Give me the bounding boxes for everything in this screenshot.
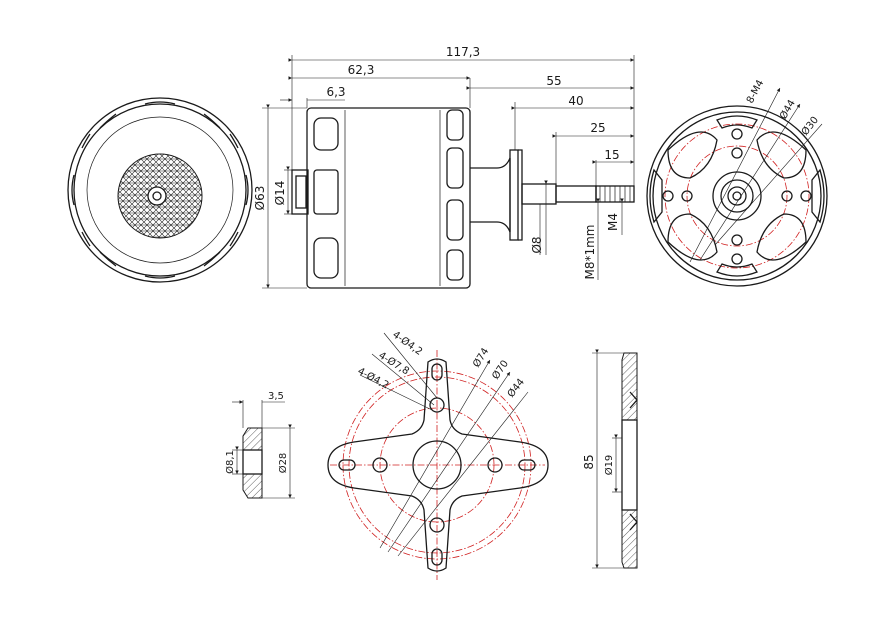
dim-spacer-thickness: 3,5 [268, 391, 284, 402]
dim-mount-44: Ø44 [505, 376, 527, 400]
front-view-windows [649, 115, 825, 277]
dim-thread-m8: M8*1mm [583, 224, 597, 279]
front-view-holes [662, 128, 812, 265]
side-view-slots [313, 109, 464, 281]
dim-shaft-15: 15 [604, 148, 619, 162]
dim-front-44: Ø44 [777, 98, 798, 122]
dim-mount-holes-b: 4-Ø7,8 [376, 349, 411, 377]
dim-mount-holes-a: 4-Ø4,2 [390, 329, 425, 358]
dim-mount-74: Ø74 [470, 346, 491, 370]
dim-spacer-outer: Ø28 [277, 453, 289, 474]
mount-holes [338, 363, 536, 566]
front-view: 8-M4 Ø44 Ø30 [646, 78, 828, 287]
dim-8-m4: 8-M4 [745, 78, 766, 105]
dim-shaft-55: 55 [546, 74, 561, 88]
dim-body-length: 62,3 [348, 63, 375, 77]
dim-diameter-14: Ø14 [273, 181, 287, 206]
side-view-dimensions: 117,3 62,3 55 6,3 40 25 15 Ø63 Ø14 Ø8 [253, 45, 635, 289]
dim-diameter-8: Ø8 [530, 236, 544, 253]
rear-view-slots [71, 101, 249, 279]
dim-spacer-inner: Ø8,1 [224, 450, 236, 474]
spacer-view: 3,5 Ø8,1 Ø28 [224, 391, 295, 499]
rear-view [67, 97, 253, 283]
dim-mount-holes-c: 4-Ø4,2 [356, 365, 391, 391]
dim-plate-bore: Ø19 [603, 455, 615, 476]
dim-shaft-25: 25 [590, 121, 605, 135]
dim-shaft-40: 40 [568, 94, 583, 108]
mount-view: 4-Ø4,2 4-Ø7,8 4-Ø4,2 Ø74 Ø70 Ø44 [327, 329, 549, 580]
side-view [291, 107, 635, 289]
dim-plate-height: 85 [582, 454, 596, 469]
dim-thread-m4: M4 [606, 213, 620, 231]
dim-rear-boss: 6,3 [326, 85, 345, 99]
dim-front-30: Ø30 [799, 114, 821, 138]
plate-side-view: 85 Ø19 [582, 349, 638, 569]
dim-diameter-63: Ø63 [253, 186, 267, 211]
dim-overall-length: 117,3 [446, 45, 480, 59]
dim-mount-70: Ø70 [490, 358, 511, 382]
